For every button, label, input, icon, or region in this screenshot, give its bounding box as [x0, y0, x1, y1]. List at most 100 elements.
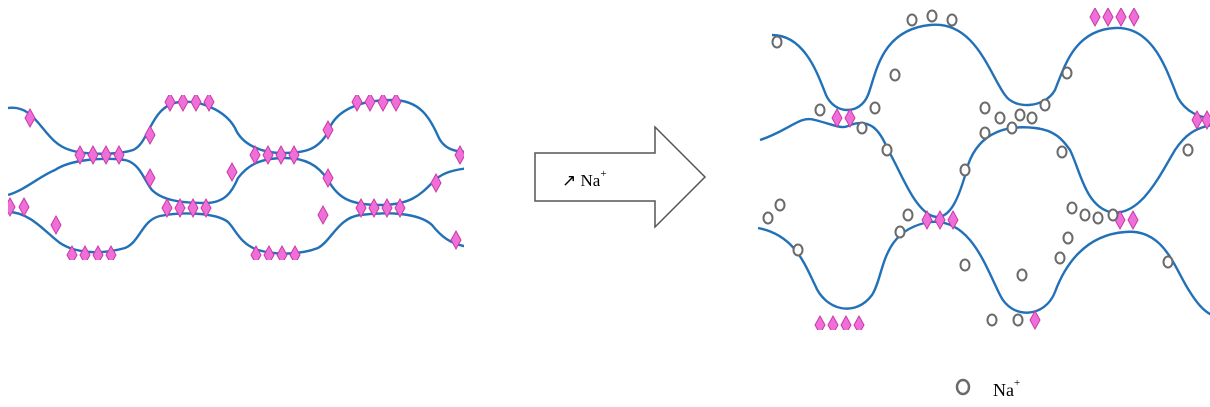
- crosslink-diamond: [454, 144, 464, 166]
- na-ion: [959, 163, 971, 177]
- crosslink-diamond: [250, 244, 262, 260]
- crosslink-diamond: [190, 95, 202, 113]
- crosslink-diamond: [921, 209, 933, 231]
- crosslink-diamond: [161, 197, 173, 219]
- crosslink-diamond: [317, 204, 329, 226]
- na-ion: [762, 211, 774, 225]
- crosslink-diamond: [276, 244, 288, 260]
- na-ion: [1056, 145, 1068, 159]
- na-ion: [906, 13, 918, 27]
- na-ion: [1012, 313, 1024, 327]
- transition-arrow: ↗ Na+: [534, 125, 707, 229]
- na-ion: [1039, 98, 1051, 112]
- na-ion: [856, 121, 868, 135]
- crosslink-diamond: [87, 144, 99, 166]
- na-ion-legend-icon: [955, 378, 971, 396]
- compact-network-diamonds: [8, 95, 464, 260]
- na-ion: [889, 68, 901, 82]
- crosslink-diamond: [430, 172, 442, 194]
- crosslink-diamond: [814, 314, 826, 330]
- crosslink-diamond: [1128, 8, 1140, 28]
- crosslink-diamond: [24, 107, 36, 129]
- crosslink-diamond: [840, 314, 852, 330]
- crosslink-diamond: [1201, 109, 1210, 131]
- na-ion: [902, 208, 914, 222]
- swollen-network-diamonds: [814, 8, 1210, 330]
- crosslink-diamond: [187, 197, 199, 219]
- crosslink-diamond: [92, 244, 104, 260]
- crosslink-diamond: [831, 107, 843, 129]
- na-ion: [1054, 251, 1066, 265]
- na-ion: [1079, 208, 1091, 222]
- arrow-label-superscript: +: [600, 168, 606, 180]
- arrow-shape: [534, 125, 707, 229]
- na-ion: [869, 101, 881, 115]
- na-ion: [771, 35, 783, 49]
- crosslink-diamond: [74, 144, 86, 166]
- crosslink-diamond: [322, 167, 334, 189]
- crosslink-diamond: [355, 197, 367, 219]
- crosslink-diamond: [947, 209, 959, 231]
- crosslink-diamond: [1191, 109, 1203, 131]
- compact-network: [8, 95, 464, 260]
- crosslink-diamond: [351, 95, 363, 113]
- swollen-network: [758, 8, 1210, 330]
- legend: Na+: [955, 377, 1020, 400]
- network-chain-1: [8, 98, 464, 155]
- crosslink-diamond: [249, 144, 261, 166]
- crosslink-diamond: [1089, 8, 1101, 28]
- crosslink-diamond: [263, 244, 275, 260]
- crosslink-diamond: [100, 144, 112, 166]
- crosslink-diamond: [18, 196, 30, 218]
- na-ion: [881, 143, 893, 157]
- na-ion: [1006, 121, 1018, 135]
- na-ion: [1182, 143, 1194, 157]
- crosslink-diamond: [203, 95, 215, 113]
- crosslink-diamond: [8, 196, 16, 218]
- crosslink-diamond: [177, 95, 189, 113]
- crosslink-diamond: [853, 314, 865, 330]
- na-ion: [1162, 255, 1174, 269]
- na-ion: [792, 243, 804, 257]
- crosslink-diamond: [200, 197, 212, 219]
- na-ion: [894, 225, 906, 239]
- na-ion: [1107, 208, 1119, 222]
- crosslink-diamond: [377, 95, 389, 113]
- crosslink-diamond: [144, 124, 156, 146]
- network-chain-3: [8, 210, 464, 255]
- crosslink-diamond: [934, 209, 946, 231]
- crosslink-diamond: [364, 95, 376, 113]
- na-ion: [946, 13, 958, 27]
- crosslink-diamond: [262, 144, 274, 166]
- crosslink-diamond: [289, 244, 301, 260]
- na-ion: [1014, 108, 1026, 122]
- crosslink-diamond: [1115, 8, 1127, 28]
- crosslink-diamond: [368, 197, 380, 219]
- crosslink-diamond: [164, 95, 176, 113]
- crosslink-diamond: [1102, 8, 1114, 28]
- swollen-network-chains: [758, 23, 1210, 316]
- swollen-chain-1: [771, 23, 1210, 120]
- compact-network-chains: [8, 98, 464, 255]
- swollen-chain-3: [758, 220, 1210, 316]
- arrow-label: ↗ Na+: [562, 168, 607, 190]
- na-ion: [1062, 231, 1074, 245]
- crosslink-diamond: [450, 229, 462, 251]
- crosslink-diamond: [390, 95, 402, 113]
- na-ion: [1026, 111, 1038, 125]
- crosslink-diamond: [394, 197, 406, 219]
- na-ion: [774, 198, 786, 212]
- crosslink-diamond: [1127, 209, 1139, 231]
- crosslink-diamond: [1029, 309, 1041, 330]
- crosslink-diamond: [381, 197, 393, 219]
- swollen-network-ions: [762, 9, 1194, 327]
- network-chain-2: [8, 156, 464, 207]
- na-ion: [1066, 201, 1078, 215]
- crosslink-diamond: [275, 144, 287, 166]
- crosslink-diamond: [50, 214, 62, 236]
- na-ion: [1016, 268, 1028, 282]
- na-ion: [1092, 211, 1104, 225]
- legend-label: Na+: [993, 377, 1020, 400]
- na-ion: [979, 101, 991, 115]
